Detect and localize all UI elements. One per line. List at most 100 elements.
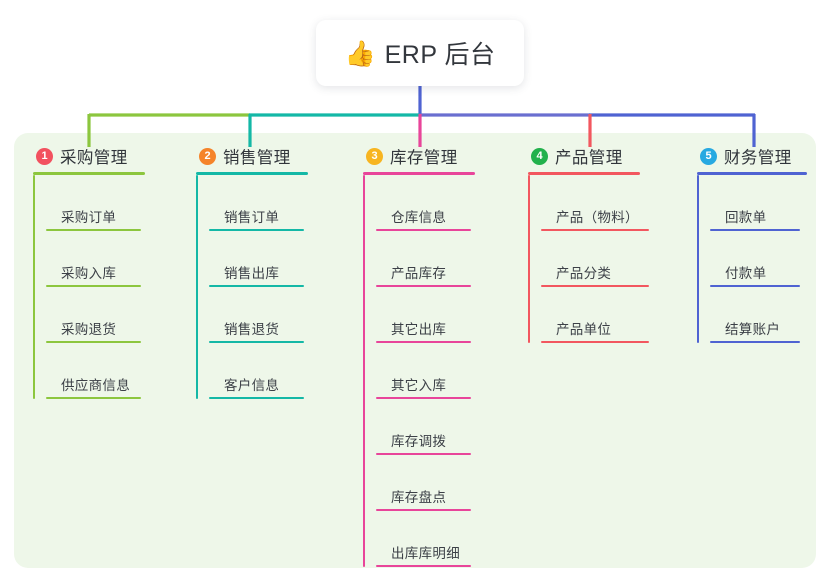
leaf-label: 库存盘点 — [391, 490, 447, 506]
leaf-label: 仓库信息 — [391, 210, 447, 226]
leaf-node[interactable]: 销售出库 — [209, 231, 308, 287]
branch-badge-finance: 5 — [700, 147, 717, 165]
leaf-node[interactable]: 产品（物料） — [541, 175, 649, 231]
leaf-label: 结算账户 — [725, 322, 781, 338]
leaf-node[interactable]: 产品库存 — [376, 231, 475, 287]
leaf-rule — [710, 285, 800, 287]
leaf-rule — [376, 285, 471, 287]
leaf-label: 采购入库 — [61, 266, 117, 282]
leaf-label: 库存调拨 — [391, 434, 447, 450]
branch-rule-finance — [697, 172, 807, 175]
leaf-node[interactable]: 产品分类 — [541, 231, 649, 287]
leaf-label: 其它出库 — [391, 322, 447, 338]
leaf-rule — [209, 285, 304, 287]
leaf-node[interactable]: 库存调拨 — [376, 399, 475, 455]
root-title: ERP 后台 — [384, 41, 496, 69]
leaf-rule — [541, 341, 649, 343]
leaf-rule — [209, 397, 304, 399]
branch-rule-inventory — [363, 172, 475, 175]
leaf-node[interactable]: 其它出库 — [376, 287, 475, 343]
leaf-rule — [376, 453, 471, 455]
leaf-label: 其它入库 — [391, 378, 447, 394]
leaf-rule — [376, 565, 471, 567]
leaf-rule — [376, 341, 471, 343]
leaf-label: 采购退货 — [61, 322, 117, 338]
leaf-rule — [46, 229, 141, 231]
root-node[interactable]: 👍 ERP 后台 — [316, 20, 524, 86]
leaf-node[interactable]: 其它入库 — [376, 343, 475, 399]
leaf-node[interactable]: 结算账户 — [710, 287, 807, 343]
branch-header-product[interactable]: 4 产品管理 — [528, 145, 640, 167]
leaf-rule — [209, 341, 304, 343]
branch-title-finance: 财务管理 — [724, 149, 792, 167]
thumbs-up-icon: 👍 — [344, 38, 376, 68]
leaf-rule — [710, 341, 800, 343]
branch-product[interactable]: 4 产品管理产品（物料） 产品分类产品单位 — [528, 145, 649, 343]
leaf-node[interactable]: 销售订单 — [209, 175, 308, 231]
leaf-node[interactable]: 采购订单 — [46, 175, 145, 231]
leaf-label: 出库库明细 — [391, 546, 460, 562]
leaf-node[interactable]: 采购退货 — [46, 287, 145, 343]
branch-header-inventory[interactable]: 3 库存管理 — [363, 145, 475, 167]
leaf-list-finance: 回款单付款单结算账户 — [697, 175, 807, 343]
branch-badge-inventory: 3 — [366, 147, 383, 165]
leaf-node[interactable]: 仓库信息 — [376, 175, 475, 231]
leaf-label: 供应商信息 — [61, 378, 130, 394]
leaf-node[interactable]: 供应商信息 — [46, 343, 145, 399]
leaf-node[interactable]: 采购入库 — [46, 231, 145, 287]
leaf-rule — [710, 229, 800, 231]
branch-header-purchasing[interactable]: 1 采购管理 — [33, 145, 145, 167]
leaf-node[interactable]: 销售退货 — [209, 287, 308, 343]
branch-title-inventory: 库存管理 — [390, 149, 458, 167]
branch-header-finance[interactable]: 5 财务管理 — [697, 145, 807, 167]
leaf-rule — [46, 397, 141, 399]
branch-title-product: 产品管理 — [555, 149, 623, 167]
leaf-label: 客户信息 — [224, 378, 280, 394]
branch-badge-purchasing: 1 — [36, 147, 53, 165]
leaf-label: 销售退货 — [224, 322, 280, 338]
leaf-label: 产品分类 — [556, 266, 612, 282]
leaf-label: 产品（物料） — [556, 210, 639, 226]
leaf-label: 销售出库 — [224, 266, 280, 282]
leaf-rule — [46, 341, 141, 343]
leaf-rule — [209, 229, 304, 231]
branch-badge-sales: 2 — [199, 147, 216, 165]
leaf-label: 付款单 — [725, 266, 767, 282]
leaf-node[interactable]: 付款单 — [710, 231, 807, 287]
leaf-node[interactable]: 库存盘点 — [376, 455, 475, 511]
leaf-spine-finance — [697, 175, 699, 343]
branch-background-panel — [14, 133, 816, 568]
leaf-label: 产品库存 — [391, 266, 447, 282]
leaf-node[interactable]: 回款单 — [710, 175, 807, 231]
leaf-rule — [541, 285, 649, 287]
leaf-label: 采购订单 — [61, 210, 117, 226]
leaf-rule — [376, 229, 471, 231]
branch-rule-product — [528, 172, 640, 175]
branch-purchasing[interactable]: 1 采购管理采购订单采购入库采购退货供应商信息 — [33, 145, 145, 399]
leaf-node[interactable]: 产品单位 — [541, 287, 649, 343]
leaf-spine-product — [528, 175, 530, 343]
leaf-list-sales: 销售订单销售出库销售退货客户信息 — [196, 175, 308, 399]
branch-finance[interactable]: 5 财务管理回款单付款单结算账户 — [697, 145, 807, 343]
branch-badge-product: 4 — [531, 147, 548, 165]
branch-title-purchasing: 采购管理 — [60, 149, 128, 167]
leaf-list-inventory: 仓库信息产品库存其它出库其它入库库存调拨库存盘点出库库明细 — [363, 175, 475, 567]
leaf-spine-purchasing — [33, 175, 35, 399]
leaf-list-purchasing: 采购订单采购入库采购退货供应商信息 — [33, 175, 145, 399]
leaf-node[interactable]: 客户信息 — [209, 343, 308, 399]
branch-inventory[interactable]: 3 库存管理仓库信息产品库存其它出库其它入库库存调拨库存盘点出库库明细 — [363, 145, 475, 567]
leaf-label: 销售订单 — [224, 210, 280, 226]
leaf-rule — [46, 285, 141, 287]
leaf-rule — [376, 397, 471, 399]
leaf-label: 产品单位 — [556, 322, 612, 338]
branch-rule-sales — [196, 172, 308, 175]
leaf-rule — [541, 229, 649, 231]
leaf-node[interactable]: 出库库明细 — [376, 511, 475, 567]
leaf-list-product: 产品（物料） 产品分类产品单位 — [528, 175, 649, 343]
leaf-label: 回款单 — [725, 210, 767, 226]
leaf-spine-inventory — [363, 175, 365, 567]
branch-rule-purchasing — [33, 172, 145, 175]
